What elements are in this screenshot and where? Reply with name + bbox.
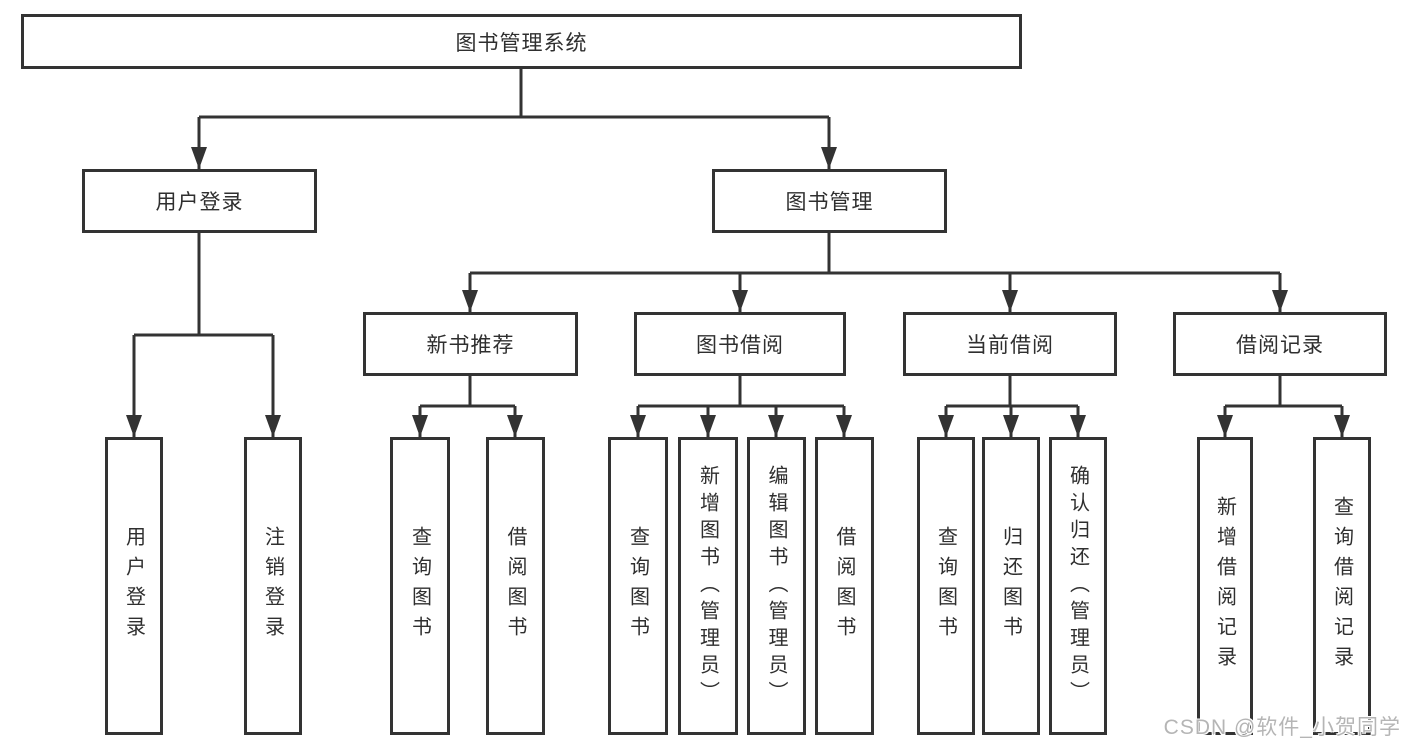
node-root: 图书管理系统 (21, 14, 1022, 69)
node-label: 查询借阅记录 (1330, 496, 1353, 676)
leaf-record-query-borrow-record: 查询借阅记录 (1313, 437, 1371, 735)
node-label: 借阅图书 (504, 526, 526, 646)
edge-lines (132, 69, 1344, 437)
node-label: 图书借阅 (696, 334, 784, 357)
node-label: 用户登录 (155, 191, 244, 214)
leaf-borrow-add-books-admin: 新增图书（管理员） (678, 437, 738, 735)
leaf-current-confirm-return-admin: 确认归还（管理员） (1049, 437, 1107, 735)
node-book-borrow: 图书借阅 (634, 312, 846, 376)
leaf-borrow-query-books: 查询图书 (608, 437, 668, 735)
tree-edges (126, 69, 1350, 437)
node-label: 借阅记录 (1236, 334, 1324, 357)
leaf-logout: 注销登录 (244, 437, 302, 735)
node-label: 图书管理系统 (455, 31, 588, 55)
node-label: 图书管理 (785, 191, 874, 214)
node-label: 借阅图书 (833, 526, 855, 646)
node-label: 查询图书 (408, 526, 431, 646)
node-new-book-recommend: 新书推荐 (363, 312, 578, 376)
node-label: 查询图书 (934, 526, 957, 646)
leaf-current-query-books: 查询图书 (917, 437, 975, 735)
node-label: 确认归还（管理员） (1066, 464, 1089, 708)
leaf-borrow-edit-books-admin: 编辑图书（管理员） (747, 437, 806, 735)
node-current-borrow: 当前借阅 (903, 312, 1117, 376)
leaf-borrow-borrow-books: 借阅图书 (815, 437, 874, 735)
leaf-user-login: 用户登录 (105, 437, 163, 735)
leaf-current-return-books: 归还图书 (982, 437, 1040, 735)
node-label: 编辑图书（管理员） (765, 464, 787, 708)
node-label: 归还图书 (999, 526, 1022, 646)
node-label: 新书推荐 (426, 334, 515, 357)
leaf-record-add-borrow-record: 新增借阅记录 (1197, 437, 1253, 735)
node-borrow-record: 借阅记录 (1173, 312, 1387, 376)
leaf-newrec-query-books: 查询图书 (390, 437, 450, 735)
node-user-login: 用户登录 (82, 169, 317, 233)
leaf-newrec-borrow-books: 借阅图书 (486, 437, 545, 735)
node-label: 新增图书（管理员） (696, 464, 719, 708)
node-book-management: 图书管理 (712, 169, 947, 233)
node-label: 当前借阅 (966, 334, 1054, 357)
arrowheads (126, 147, 1350, 437)
node-label: 查询图书 (626, 526, 649, 646)
node-label: 注销登录 (261, 526, 284, 646)
csdn-watermark: CSDN @软件_小贺同学 (1163, 716, 1401, 739)
node-label: 新增借阅记录 (1213, 496, 1236, 676)
node-label: 用户登录 (122, 526, 145, 646)
